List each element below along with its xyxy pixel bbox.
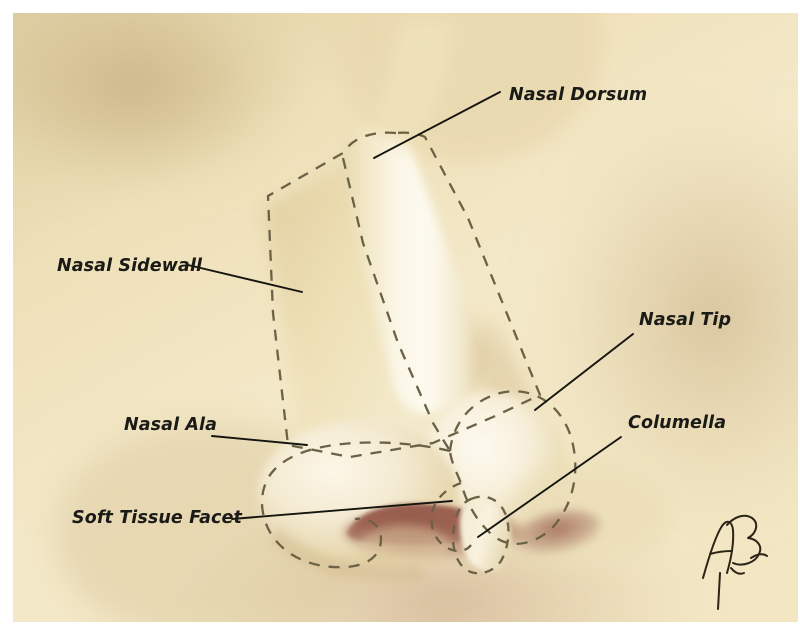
leader-line-nasal-sidewall (187, 264, 303, 293)
leader-line-nasal-ala (211, 435, 308, 446)
label-nasal-tip: Nasal Tip (639, 310, 731, 330)
soft-tissue-facet-form (359, 525, 451, 569)
nasal-dorsum-form (341, 129, 487, 414)
leader-line-nasal-dorsum (373, 91, 501, 159)
nasal-subunit-illustration: Nasal Dorsum Nasal Sidewall Nasal Tip Na… (13, 13, 798, 622)
leader-line-columella (477, 436, 622, 538)
subunit-outline-dorsum-sidewall-block (266, 131, 542, 459)
label-nasal-ala: Nasal Ala (124, 415, 217, 435)
label-columella: Columella (628, 413, 726, 433)
label-nasal-dorsum: Nasal Dorsum (509, 85, 647, 105)
radix-form (365, 21, 453, 149)
brow-shadow (13, 13, 318, 203)
subunit-outline-tip (448, 390, 577, 545)
labels-group: Nasal Dorsum Nasal Sidewall Nasal Tip Na… (57, 85, 731, 528)
columella-form (459, 501, 512, 572)
leader-line-soft-tissue-facet (231, 500, 453, 520)
leader-line-nasal-tip (534, 333, 634, 411)
subunit-outline-soft-tissue-facet (430, 481, 472, 553)
artist-signature (702, 514, 768, 610)
nasal-anatomy-artwork: Nasal Dorsum Nasal Sidewall Nasal Tip Na… (13, 13, 798, 622)
leader-lines-group (187, 91, 634, 538)
cheek-shadow-right (523, 83, 798, 543)
label-soft-tissue-facet: Soft Tissue Facet (72, 508, 242, 528)
far-nostril (514, 510, 602, 556)
subunit-outline-columella (451, 495, 510, 575)
label-nasal-sidewall: Nasal Sidewall (57, 256, 203, 276)
subunit-outline-ala (260, 441, 451, 569)
